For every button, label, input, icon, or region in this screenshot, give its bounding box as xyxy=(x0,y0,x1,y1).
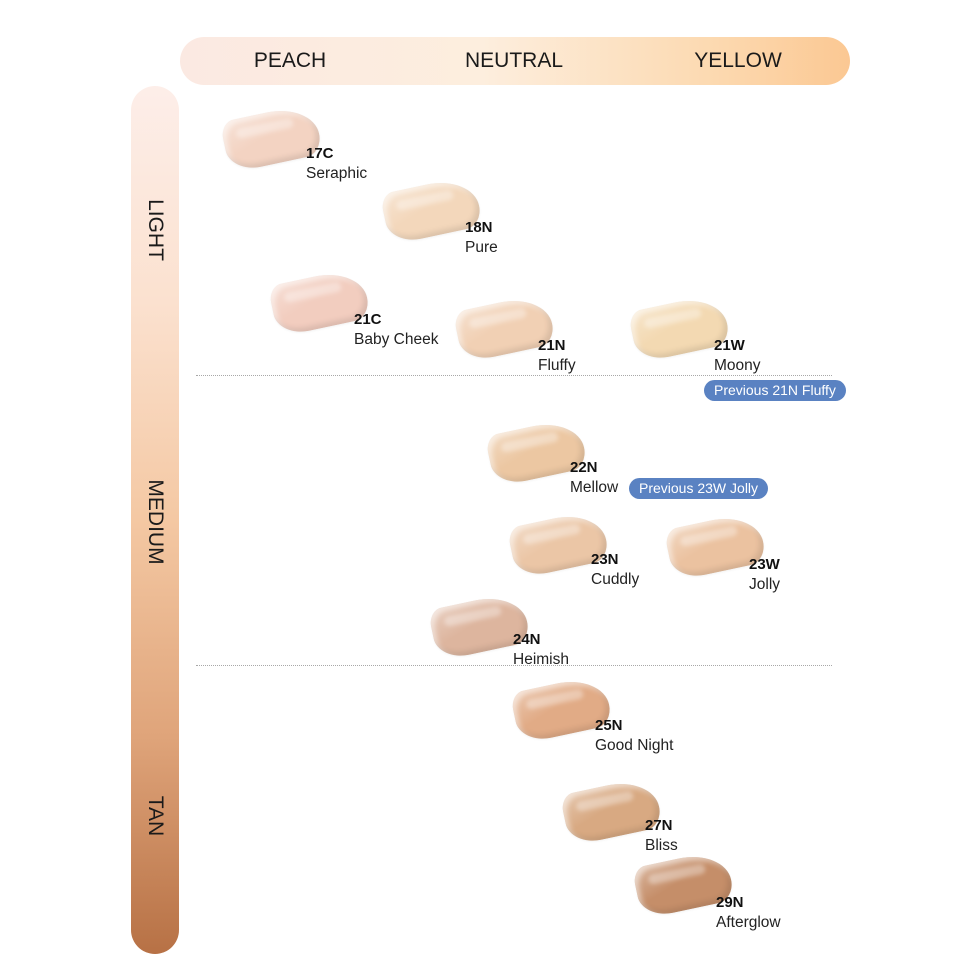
shade-name: Fluffy xyxy=(538,357,576,374)
shade-code: 24N xyxy=(513,631,541,648)
shade-name: Mellow xyxy=(570,479,619,496)
shade-label-23w: 23W Jolly xyxy=(749,555,780,595)
shade-name: Bliss xyxy=(645,837,678,854)
shade-code: 27N xyxy=(645,817,673,834)
shade-code: 21W xyxy=(714,337,745,354)
shade-name: Cuddly xyxy=(591,571,640,588)
depth-label-medium: MEDIUM xyxy=(144,479,167,565)
shade-name: Pure xyxy=(465,239,498,256)
shade-label-27n: 27N Bliss xyxy=(645,816,678,856)
shade-code: 17C xyxy=(306,145,334,162)
shade-code: 18N xyxy=(465,219,493,236)
shade-label-22n: 22N Mellow xyxy=(570,458,618,498)
shade-label-17c: 17C Seraphic xyxy=(306,144,367,184)
light-medium-divider xyxy=(196,375,832,376)
shade-code: 21C xyxy=(354,311,382,328)
shade-name: Afterglow xyxy=(716,914,781,931)
shade-label-18n: 18N Pure xyxy=(465,218,498,258)
shade-name: Jolly xyxy=(749,576,781,593)
depth-label-light: LIGHT xyxy=(144,199,167,261)
undertone-label-peach: PEACH xyxy=(253,49,327,72)
note-previous-23w-jolly: Previous 23W Jolly xyxy=(629,478,769,499)
shade-code: 23N xyxy=(591,551,619,568)
medium-tan-divider xyxy=(196,665,832,666)
shade-code: 21N xyxy=(538,337,566,354)
shade-name: Baby Cheek xyxy=(354,331,439,348)
note-previous-21n-fluffy: Previous 21N Fluffy xyxy=(704,380,846,401)
shade-name: Good Night xyxy=(595,737,674,754)
shade-label-24n: 24N Heimish xyxy=(513,630,569,670)
shade-code: 29N xyxy=(716,894,744,911)
shade-label-21n: 21N Fluffy xyxy=(538,336,576,376)
undertone-label-yellow: YELLOW xyxy=(694,49,782,72)
shade-label-21w: 21W Moony xyxy=(714,336,761,376)
shade-label-25n: 25N Good Night xyxy=(595,716,673,756)
shade-code: 25N xyxy=(595,717,623,734)
shade-name: Moony xyxy=(714,357,761,374)
shade-label-29n: 29N Afterglow xyxy=(716,893,781,933)
shade-code: 22N xyxy=(570,459,598,476)
shade-label-23n: 23N Cuddly xyxy=(591,550,639,590)
shade-name: Heimish xyxy=(513,651,569,668)
shade-label-21c: 21C Baby Cheek xyxy=(354,310,438,350)
undertone-header-bar: PEACH NEUTRAL YELLOW xyxy=(180,37,850,85)
shade-name: Seraphic xyxy=(306,165,368,182)
depth-side-bar: LIGHT MEDIUM TAN xyxy=(131,86,179,954)
undertone-label-neutral: NEUTRAL xyxy=(464,49,564,72)
depth-label-tan: TAN xyxy=(144,795,167,837)
shade-code: 23W xyxy=(749,556,780,573)
